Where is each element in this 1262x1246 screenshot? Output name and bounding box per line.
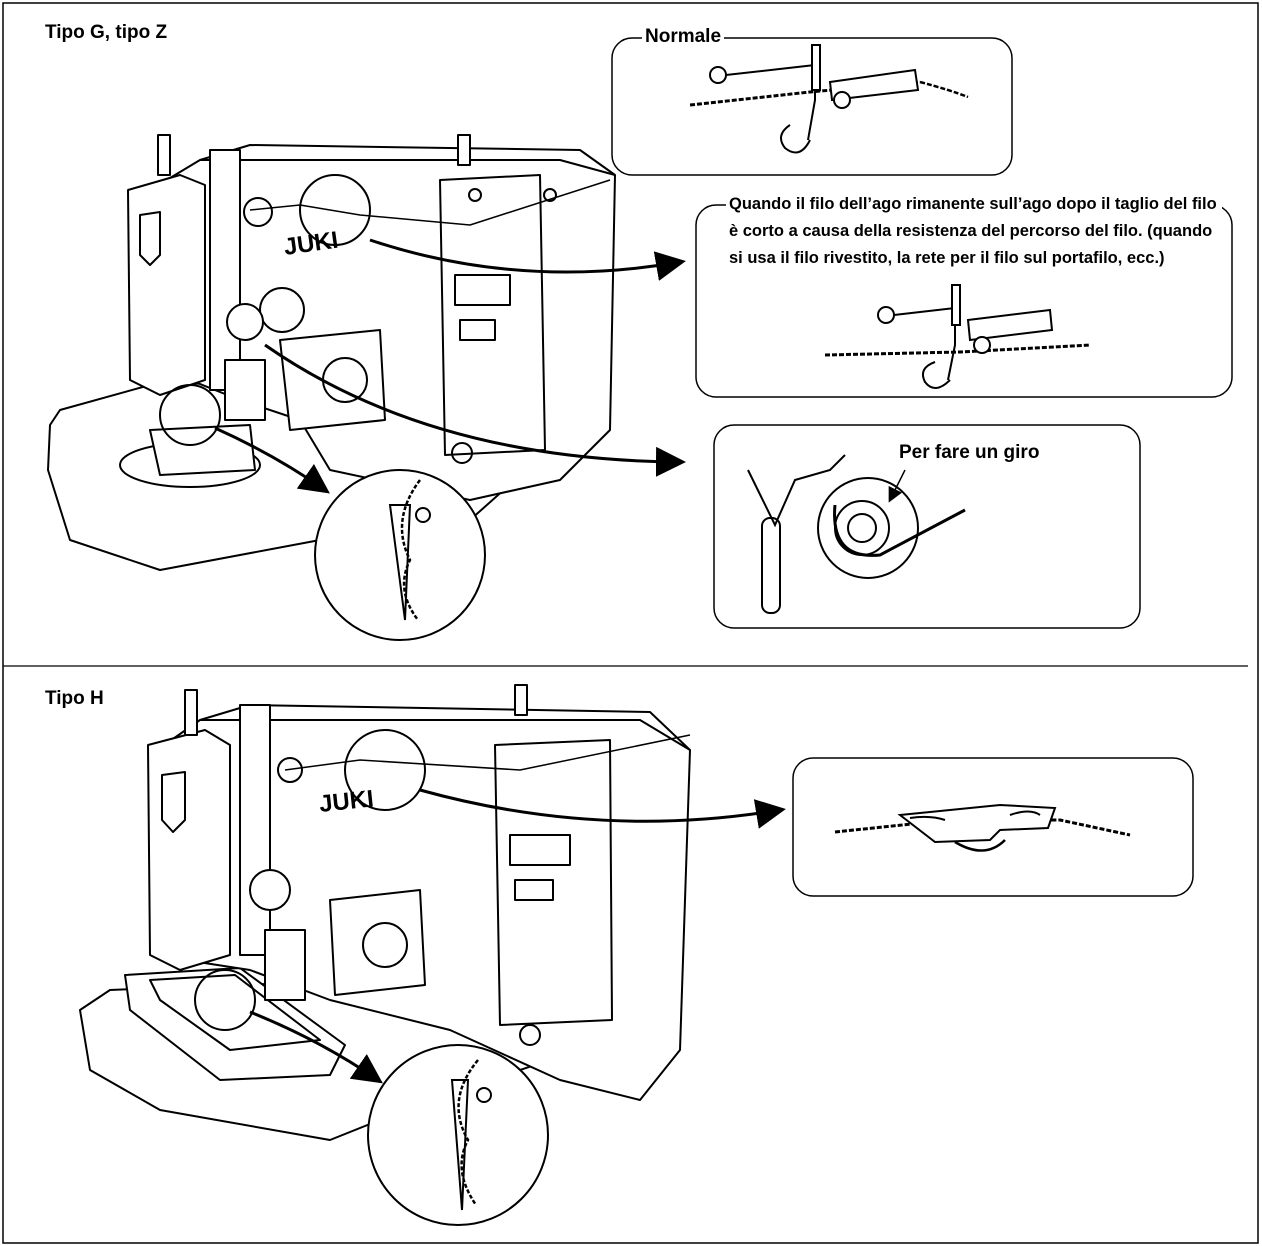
top-post-h bbox=[514, 684, 528, 716]
section-title-gz: Tipo G, tipo Z bbox=[45, 22, 168, 43]
thread-path bbox=[249, 179, 611, 226]
zoom-ring-thread-guide bbox=[299, 174, 371, 246]
thread-guide-post bbox=[209, 149, 241, 391]
detail-box-thread-guide-h bbox=[792, 757, 1194, 897]
arrow-to-needle-closeup-h bbox=[249, 1010, 383, 1084]
face-knob-h bbox=[184, 689, 198, 736]
detail-box-normale bbox=[611, 37, 1013, 176]
thread-path-h bbox=[284, 734, 691, 771]
motor-pulley bbox=[322, 357, 368, 403]
face-knob bbox=[157, 134, 171, 176]
arrow-to-guide-detail-h bbox=[419, 788, 786, 829]
zoom-ring-thread-guide-h bbox=[344, 729, 426, 811]
zoom-ring-needle bbox=[159, 384, 221, 446]
juki-emblem-h bbox=[161, 771, 186, 833]
arm-window-2 bbox=[459, 319, 496, 341]
hand-wheel-cap bbox=[451, 442, 473, 464]
turn-label: Per fare un giro bbox=[899, 442, 1040, 463]
arm-screw bbox=[468, 188, 482, 202]
short-thread-note: Quando il filo dell’ago rimanente sull’a… bbox=[726, 191, 1222, 272]
juki-emblem bbox=[139, 211, 161, 266]
feed-bracket bbox=[224, 359, 266, 421]
face-plate-h bbox=[147, 729, 231, 971]
top-post bbox=[457, 134, 471, 166]
arrow-to-turn-detail bbox=[264, 343, 686, 477]
needle-closeup-h bbox=[367, 1044, 549, 1226]
arm-window bbox=[454, 274, 511, 306]
detail-box-turn bbox=[713, 424, 1141, 629]
feed-bracket-h bbox=[264, 929, 306, 1001]
needle-closeup-gz bbox=[314, 469, 486, 641]
tension-disc-2 bbox=[226, 303, 264, 341]
arm-top-h bbox=[199, 704, 691, 751]
thread-guide-post-h bbox=[239, 704, 271, 956]
normale-label: Normale bbox=[642, 26, 725, 48]
arrow-to-needle-closeup bbox=[214, 426, 330, 494]
arm-screw-2 bbox=[543, 188, 557, 202]
tension-disc-h bbox=[249, 869, 291, 911]
brand-label-h: JUKI bbox=[318, 785, 375, 818]
arm-window-h bbox=[509, 834, 571, 866]
frame-inner-h bbox=[149, 974, 321, 1051]
machine-illustration-h bbox=[79, 684, 691, 1141]
tension-disc bbox=[259, 287, 305, 333]
section-title-h: Tipo H bbox=[45, 688, 104, 709]
arrow-to-normale-detail bbox=[369, 238, 686, 281]
thread-take-up bbox=[243, 197, 273, 227]
face-plate bbox=[127, 174, 206, 396]
arm-window-h2 bbox=[514, 879, 554, 901]
zoom-ring-needle-h bbox=[194, 969, 256, 1031]
arm-front-panel bbox=[439, 174, 546, 456]
motor-pulley-h bbox=[362, 922, 408, 968]
hand-wheel-cap-h bbox=[519, 1024, 541, 1046]
